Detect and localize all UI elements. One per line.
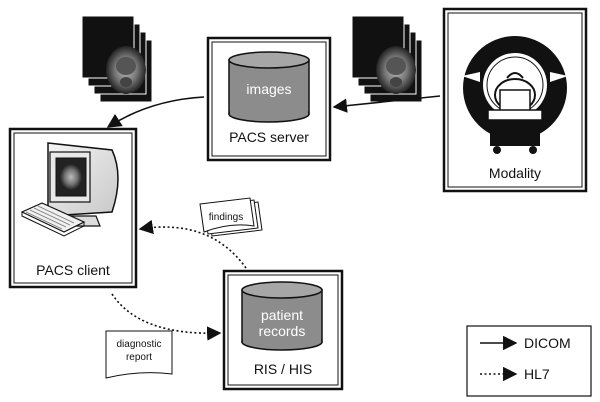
patient-records-label-line1: patient xyxy=(261,307,303,323)
hl7-arrow-ris-to-client xyxy=(138,219,247,269)
computer-workstation-icon xyxy=(20,142,119,237)
legend: DICOM HL7 xyxy=(466,325,592,397)
dicom-arrow-modality-to-server xyxy=(332,95,441,113)
ris-his-label: RIS / HIS xyxy=(254,361,312,377)
mri-image-stack-icon xyxy=(351,15,423,103)
database-icon xyxy=(228,51,310,123)
findings-label: findings xyxy=(209,212,243,223)
images-storage-label: images xyxy=(246,81,291,97)
patient-records-label-line2: records xyxy=(259,323,306,339)
pacs-server-label: PACS server xyxy=(229,129,309,145)
ris-his-node: patient records RIS / HIS xyxy=(222,269,344,391)
modality-node: Modality xyxy=(442,7,588,193)
dicom-arrow-server-to-client xyxy=(106,96,205,128)
diagnostic-report-document-icon: diagnostic report xyxy=(105,330,173,379)
pacs-server-node: images PACS server xyxy=(206,36,332,162)
modality-label: Modality xyxy=(489,165,541,181)
pacs-client-label: PACS client xyxy=(36,262,110,278)
report-label-line1: diagnostic xyxy=(116,339,161,350)
report-label-line2: report xyxy=(126,352,152,363)
legend-dicom-label: DICOM xyxy=(524,335,571,351)
database-icon xyxy=(241,281,323,351)
mri-scanner-icon xyxy=(462,36,568,154)
legend-hl7-label: HL7 xyxy=(524,366,550,382)
mri-image-stack-icon xyxy=(81,15,153,103)
pacs-client-node: PACS client xyxy=(8,127,138,289)
findings-document-stack-icon: findings xyxy=(199,197,263,237)
hl7-arrow-client-to-ris xyxy=(111,293,222,341)
